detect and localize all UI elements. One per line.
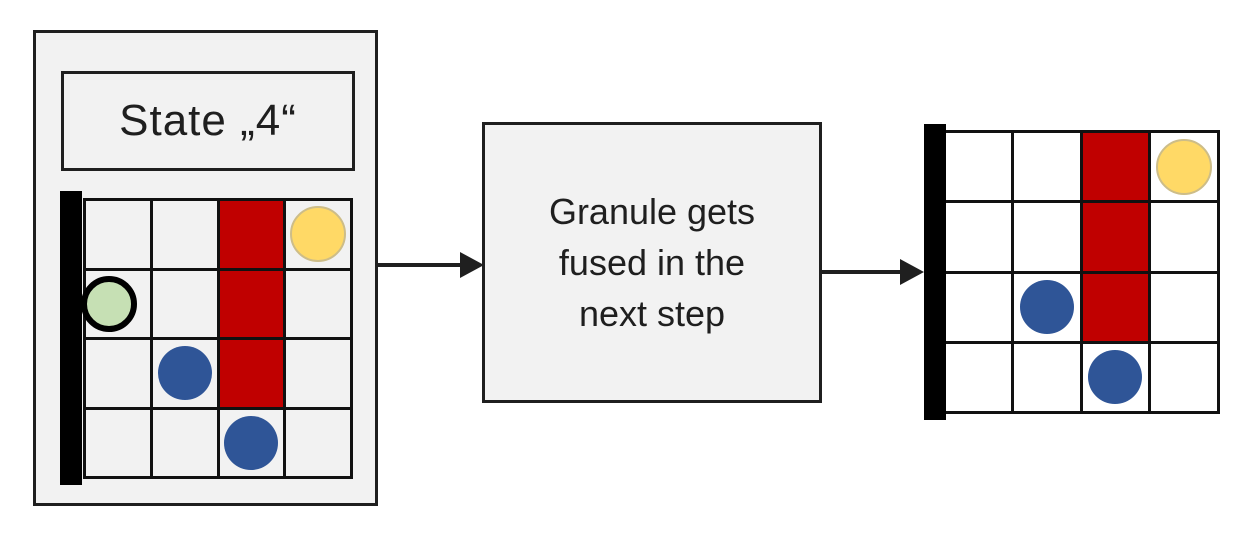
- grid-cell: [86, 201, 150, 268]
- arrow-head-icon: [460, 252, 484, 278]
- grid-cell: [86, 409, 150, 476]
- state-grid: [80, 198, 353, 479]
- process-box: Granule gets fused in the next step: [482, 122, 822, 403]
- result-grid: [942, 130, 1220, 414]
- grid-cell: [86, 340, 150, 407]
- grid-cell: [80, 270, 150, 337]
- fused-granule-cell: [219, 270, 284, 337]
- process-text-line: fused in the: [558, 241, 746, 283]
- grid-cell: [1013, 133, 1080, 201]
- grid-cell: [945, 273, 1011, 341]
- fused-granule-cell: [219, 201, 284, 268]
- fused-granule-cell: [1082, 273, 1149, 341]
- state-panel: State „4“: [33, 30, 378, 506]
- wall-bar-icon: [60, 191, 82, 485]
- grid-cell: [286, 201, 350, 268]
- grid-cell: [286, 340, 350, 407]
- blue-granule-icon: [1088, 350, 1143, 405]
- grid-cell: [1151, 273, 1217, 341]
- grid-cell: [1082, 343, 1149, 411]
- grid-cell: [945, 343, 1011, 411]
- yellow-granule-icon: [290, 206, 347, 263]
- wall-bar-icon: [924, 124, 946, 420]
- blue-granule-icon: [157, 346, 212, 401]
- fused-granule-cell: [219, 340, 284, 407]
- grid-cell: [1151, 203, 1217, 271]
- process-text-line: Granule gets: [548, 190, 756, 232]
- arrow-head-icon: [900, 259, 924, 285]
- blue-granule-icon: [1019, 280, 1074, 335]
- grid-cell: [1151, 343, 1217, 411]
- arrow-line: [378, 263, 464, 267]
- grid-cell: [286, 270, 350, 337]
- fused-granule-cell: [1082, 133, 1149, 201]
- blue-granule-icon: [224, 415, 279, 470]
- process-text-line: next step: [578, 293, 726, 335]
- grid-cell: [1151, 133, 1217, 201]
- grid-cell: [219, 409, 284, 476]
- grid-cell: [945, 133, 1011, 201]
- green-granule-icon: [80, 275, 137, 332]
- grid-cell: [152, 270, 217, 337]
- fused-granule-cell: [1082, 203, 1149, 271]
- grid-cell: [1013, 203, 1080, 271]
- state-title: State „4“: [119, 96, 297, 145]
- state-title-box: State „4“: [61, 71, 355, 171]
- grid-cell: [152, 201, 217, 268]
- grid-cell: [152, 409, 217, 476]
- grid-cell: [1013, 343, 1080, 411]
- grid-cell: [945, 203, 1011, 271]
- yellow-granule-icon: [1156, 138, 1213, 195]
- arrow-line: [822, 270, 904, 274]
- grid-cell: [152, 340, 217, 407]
- grid-cell: [1013, 273, 1080, 341]
- grid-cell: [286, 409, 350, 476]
